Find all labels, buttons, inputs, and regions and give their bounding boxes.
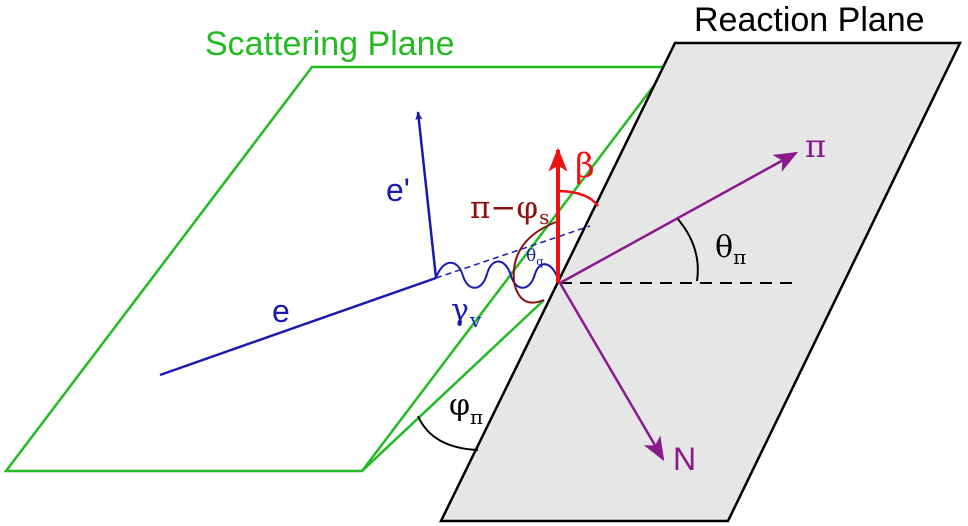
theta-pi-label: θπ [715, 230, 746, 269]
electron-track [159, 276, 437, 377]
nucleon-label: N [673, 441, 696, 477]
scattering-plane-label: Scattering Plane [205, 25, 455, 63]
pion-label: π [805, 127, 826, 165]
theta-pi-arc [676, 217, 699, 282]
theta-q-label: θq [526, 246, 543, 268]
q-direction-line [435, 225, 591, 279]
virtual-photon-wave [435, 260, 560, 289]
nucleon-arrow [558, 282, 665, 462]
electron-label: e [272, 293, 290, 329]
scattered-electron-arrow [415, 111, 438, 279]
phi-pi-label: φπ [449, 388, 483, 429]
beta-label: β [575, 146, 595, 186]
pi-minus-phi-s-arc [512, 221, 557, 304]
scattering-plane-front-edge [361, 299, 545, 472]
beta-arc [559, 189, 600, 207]
phi-pi-arc [417, 415, 479, 451]
reaction-plane-label: Reaction Plane [694, 1, 925, 39]
pi-minus-phi-s-label: π−φs [470, 190, 549, 229]
pion-arrow [559, 151, 799, 285]
virtual-photon-label: γv [451, 293, 482, 332]
scattered-electron-label: e' [386, 172, 410, 208]
